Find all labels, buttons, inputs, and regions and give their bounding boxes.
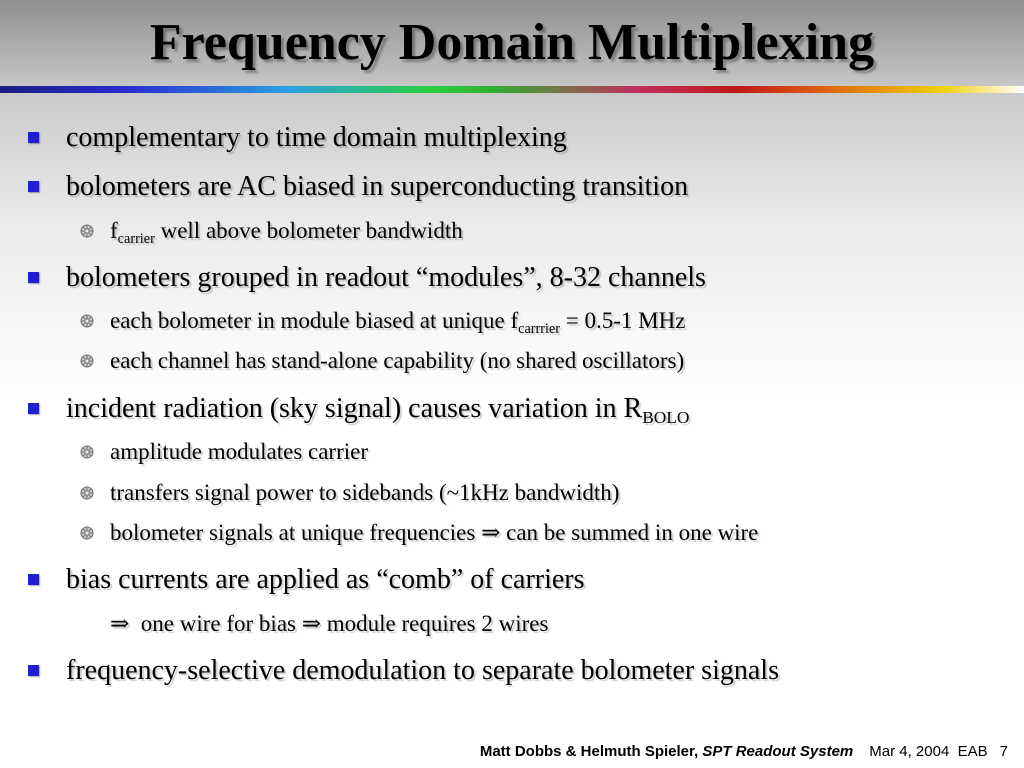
- sub-bullet-text: = 0.5-1 MHz: [560, 308, 686, 333]
- slide-title: Frequency Domain Multiplexing: [149, 14, 875, 71]
- sub-bullet-text: amplitude modulates carrier: [110, 439, 369, 464]
- gear-bullet-icon: [80, 486, 94, 500]
- sub-bullet-item: each bolometer in module biased at uniqu…: [80, 307, 686, 337]
- square-bullet-icon: [28, 665, 39, 676]
- square-bullet-icon: [28, 403, 39, 414]
- sub-bullet-item: bolometer signals at unique frequencies …: [80, 519, 759, 547]
- sub-bullet-text: one wire for bias: [129, 611, 302, 636]
- footer-initials: EAB: [957, 743, 988, 760]
- implies-arrow-icon: ⇒: [110, 611, 130, 636]
- subscript-carrier: carrrier: [518, 320, 561, 337]
- sub-bullet-text: module requires 2 wires: [321, 611, 549, 636]
- bullet-item: bolometers grouped in readout “modules”,…: [28, 261, 706, 295]
- sub-bullet-text: each bolometer in module biased at uniqu…: [110, 308, 519, 333]
- footer-system: SPT Readout System: [702, 743, 854, 760]
- bullet-text: bolometers grouped in readout “modules”,…: [66, 262, 706, 293]
- sub-bullet-item: amplitude modulates carrier: [80, 438, 369, 466]
- sub-bullet-item: transfers signal power to sidebands (~1k…: [80, 479, 620, 507]
- page-number: 7: [999, 743, 1008, 760]
- sub-bullet-item: fcarrier well above bolometer bandwidth: [80, 217, 463, 247]
- bullet-text: bias currents are applied as “comb” of c…: [66, 564, 585, 595]
- square-bullet-icon: [28, 272, 39, 283]
- bullet-item: bias currents are applied as “comb” of c…: [28, 563, 585, 597]
- bullet-text: frequency-selective demodulation to sepa…: [66, 655, 779, 686]
- gear-bullet-icon: [80, 224, 94, 238]
- rainbow-divider: [0, 86, 1024, 93]
- sub-bullet-text: transfers signal power to sidebands (~1k…: [110, 480, 620, 505]
- sub-bullet-item: each channel has stand-alone capability …: [80, 347, 685, 375]
- footer-authors: Matt Dobbs & Helmuth Spieler,: [479, 743, 703, 760]
- gear-bullet-icon: [80, 354, 94, 368]
- gear-bullet-icon: [80, 314, 94, 328]
- implies-arrow-icon: ⇒: [301, 611, 322, 636]
- footer-date: Mar 4, 2004: [869, 743, 950, 760]
- bullet-text: incident radiation (sky signal) causes v…: [66, 393, 643, 424]
- bullet-item: complementary to time domain multiplexin…: [28, 121, 567, 155]
- gear-bullet-icon: [80, 526, 94, 540]
- square-bullet-icon: [28, 181, 39, 192]
- sub-bullet-text: bolometer signals at unique frequencies: [110, 520, 482, 545]
- sub-bullet-text: each channel has stand-alone capability …: [110, 348, 685, 373]
- gear-bullet-icon: [80, 445, 94, 459]
- bullet-item: incident radiation (sky signal) causes v…: [28, 392, 690, 428]
- implies-arrow-icon: ⇒: [481, 520, 501, 545]
- square-bullet-icon: [28, 574, 39, 585]
- sub-bullet-text: f: [110, 218, 118, 243]
- subscript-bolo: BOLO: [642, 408, 690, 428]
- bullet-item: frequency-selective demodulation to sepa…: [28, 654, 779, 688]
- sub-bullet-text: well above bolometer bandwidth: [154, 218, 463, 243]
- bullet-text: complementary to time domain multiplexin…: [66, 122, 567, 153]
- bullet-text: bolometers are AC biased in superconduct…: [66, 171, 689, 202]
- slide-footer: Matt Dobbs & Helmuth Spieler, SPT Readou…: [480, 743, 1008, 760]
- subscript-carrier: carrier: [117, 230, 155, 247]
- sub-bullet-item: ⇒ one wire for bias ⇒ module requires 2 …: [110, 610, 548, 638]
- sub-bullet-text: can be summed in one wire: [500, 520, 759, 545]
- bullet-item: bolometers are AC biased in superconduct…: [28, 170, 689, 204]
- square-bullet-icon: [28, 132, 39, 143]
